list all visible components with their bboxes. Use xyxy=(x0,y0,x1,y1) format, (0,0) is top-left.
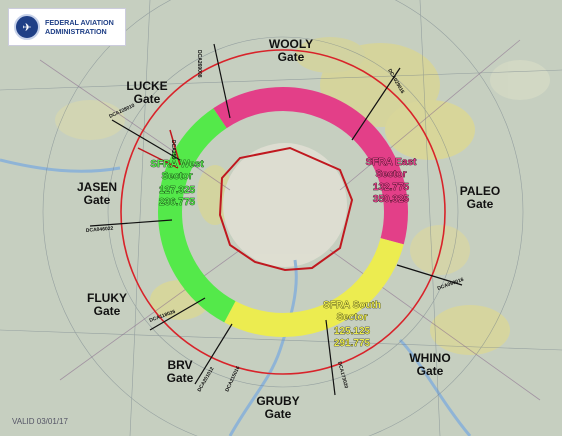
sfra-east-sector-arc xyxy=(158,87,408,337)
gate-name: WHINO xyxy=(409,351,450,365)
agency-name: FEDERAL AVIATION ADMINISTRATION xyxy=(45,18,114,36)
gate-paleo: PALEO Gate xyxy=(460,184,500,211)
radial-label: DCA046022 xyxy=(86,226,114,234)
frz-boundary xyxy=(218,146,354,272)
validity-date: VALID 03/01/17 xyxy=(12,417,68,426)
gate-name: GRUBY xyxy=(256,394,299,408)
sector-separators xyxy=(89,43,463,396)
gate-suffix: Gate xyxy=(417,364,444,378)
faa-seal-icon: ✈ xyxy=(14,14,40,40)
road-lines xyxy=(39,39,541,401)
gate-wooly: WOOLY Gate xyxy=(269,37,313,64)
sector-title: SFRA East xyxy=(366,157,417,168)
sector-frequency: 350.325 xyxy=(373,194,410,205)
gate-suffix: Gate xyxy=(278,50,305,64)
sector-frequency: 236.775 xyxy=(159,197,196,208)
gate-jasen: JASEN Gate xyxy=(77,180,117,207)
gate-name: JASEN xyxy=(77,180,117,194)
sector-subtitle: Sector xyxy=(161,171,192,182)
radial-label: DCA269008 xyxy=(196,50,202,78)
gate-fluky: FLUKY Gate xyxy=(87,291,127,318)
gate-gruby: GRUBY Gate xyxy=(256,394,299,421)
gate-suffix: Gate xyxy=(134,92,161,106)
gate-suffix: Gate xyxy=(94,304,121,318)
agency-name-line1: FEDERAL AVIATION xyxy=(45,18,114,27)
sector-frequency: 125.125 xyxy=(334,326,371,337)
sector-subtitle: Sector xyxy=(336,312,367,323)
gate-name: WOOLY xyxy=(269,37,313,51)
faa-logo-banner: ✈ FEDERAL AVIATION ADMINISTRATION xyxy=(8,8,126,46)
sfra-south-sector-arc xyxy=(158,87,408,337)
gate-name: FLUKY xyxy=(87,291,127,305)
gate-name: PALEO xyxy=(460,184,500,198)
sfra-outer-boundary xyxy=(120,49,446,375)
gate-lucke: LUCKE Gate xyxy=(126,79,167,106)
sector-frequency: 132.775 xyxy=(373,182,410,193)
gate-name: BRV xyxy=(167,358,192,372)
sfra-east-sector-label: SFRA East Sector 132.775 350.325 xyxy=(365,157,417,206)
radial-label: DCA253 xyxy=(170,140,176,159)
terrain-patches xyxy=(55,37,550,355)
restricted-area-edge xyxy=(137,147,179,169)
water-features xyxy=(0,158,472,436)
agency-name-line2: ADMINISTRATION xyxy=(45,27,107,36)
gate-whino: WHINO Gate xyxy=(409,351,450,378)
sfra-west-sector-arc xyxy=(158,87,408,337)
gate-suffix: Gate xyxy=(167,371,194,385)
sfra-south-sector-label: SFRA South Sector 125.125 291.775 xyxy=(323,300,382,350)
sector-frequency: 291.775 xyxy=(334,338,371,349)
gate-suffix: Gate xyxy=(467,197,494,211)
sfra-west-sector-label: SFRA West Sector 127.325 236.775 xyxy=(150,159,205,209)
gate-suffix: Gate xyxy=(84,193,111,207)
gate-brv: BRV Gate xyxy=(167,358,194,385)
sector-title: SFRA South xyxy=(323,300,381,311)
sector-subtitle: Sector xyxy=(375,169,406,180)
gate-suffix: Gate xyxy=(265,407,292,421)
sector-title: SFRA West xyxy=(150,159,204,170)
sector-frequency: 127.325 xyxy=(159,185,196,196)
gate-name: LUCKE xyxy=(126,79,167,93)
